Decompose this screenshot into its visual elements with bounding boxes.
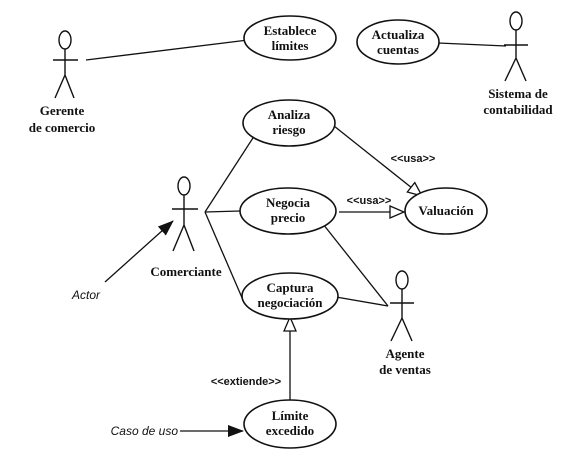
use-case-analiza-riesgo	[242, 99, 336, 147]
use-case-negocia-precio	[239, 187, 337, 235]
use-case-actualiza-line2: cuentas	[377, 42, 419, 57]
relation-label-usa-analiza: <<usa>>	[391, 153, 436, 165]
annotation-caso-de-uso: Caso de uso	[111, 424, 179, 438]
actor-gerente-line1: Gerente	[40, 103, 85, 118]
use-case-analiza-line2: riesgo	[272, 122, 305, 137]
use-case-captura-line2: negociación	[258, 295, 324, 310]
assoc-comerciante-captura	[204, 211, 244, 301]
annotation-actor: Actor	[71, 288, 101, 302]
use-case-establece-limites	[243, 15, 337, 61]
use-case-actualiza-line1: Actualiza	[372, 27, 425, 42]
actor-agente-line1: Agente	[386, 346, 425, 361]
use-case-analiza-line1: Analiza	[268, 107, 311, 122]
assoc-actualiza-sistema	[437, 42, 507, 47]
use-case-limite-line1: Límite	[272, 408, 309, 423]
use-case-valuacion-label: Valuación	[418, 203, 474, 218]
assoc-negocia-agente	[322, 223, 389, 307]
use-case-valuacion	[404, 187, 488, 235]
actor-sistema-figure	[504, 11, 528, 82]
use-case-negocia-line1: Negocia	[266, 195, 311, 210]
relation-label-usa-negocia: <<usa>>	[347, 195, 392, 207]
actor-comerciante-figure	[172, 176, 198, 252]
use-case-establece-line1: Establece	[264, 23, 317, 38]
relation-label-extiende: <<extiende>>	[211, 376, 281, 388]
actor-comerciante-label: Comerciante	[150, 264, 221, 279]
actor-annotation-arrow	[104, 220, 174, 283]
assoc-gerente-establece	[85, 39, 249, 61]
actor-gerente-line2: de comercio	[29, 120, 96, 135]
use-case-captura-negociacion	[241, 272, 339, 320]
assoc-captura-agente	[335, 296, 389, 307]
actor-gerente-figure	[53, 30, 78, 99]
use-case-limite-excedido	[243, 399, 337, 449]
actor-sistema-line2: contabilidad	[483, 102, 553, 117]
use-case-limite-line2: excedido	[266, 423, 314, 438]
use-case-establece-line2: límites	[272, 38, 309, 53]
assoc-comerciante-negocia	[204, 210, 241, 213]
actor-agente-line2: de ventas	[379, 362, 431, 377]
relation-analiza-valuacion	[328, 121, 422, 196]
use-case-negocia-line2: precio	[271, 210, 305, 225]
assoc-comerciante-analiza	[204, 123, 263, 213]
actor-sistema-line1: Sistema de	[488, 86, 548, 101]
use-case-captura-line1: Captura	[267, 280, 314, 295]
use-case-actualiza-cuentas	[356, 19, 440, 65]
actor-agente-figure	[390, 270, 414, 342]
